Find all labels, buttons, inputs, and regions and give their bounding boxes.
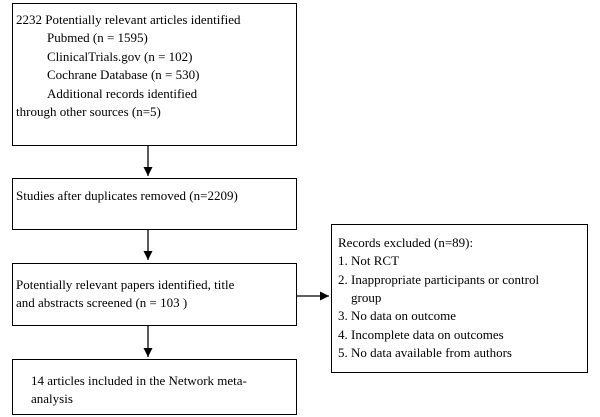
duplicates-box: Studies after duplicates removed (n=2209… (12, 178, 297, 230)
included-box: 14 articles included in the Network meta… (12, 359, 297, 415)
duplicates-text: Studies after duplicates removed (n=2209… (16, 188, 238, 203)
included-line-2: analysis (31, 391, 73, 406)
identification-total: 2232 Potentially relevant articles ident… (16, 12, 241, 27)
excluded-title: Records excluded (n=89): (338, 235, 474, 250)
excluded-reason-2: 2. Inappropriate participants or control (338, 272, 540, 287)
excluded-reason-2-cont: group (338, 290, 382, 305)
included-line-1: 14 articles included in the Network meta… (31, 373, 247, 388)
identification-pubmed: Pubmed (n = 1595) (47, 30, 148, 45)
excluded-reason-1: 1. Not RCT (338, 253, 400, 268)
excluded-box: Records excluded (n=89): 1. Not RCT 2. I… (331, 224, 588, 373)
screening-line-1: Potentially relevant papers identified, … (16, 277, 235, 292)
identification-cochrane: Cochrane Database (n = 530) (47, 67, 200, 82)
excluded-reason-5: 5. No data available from authors (338, 345, 512, 360)
screening-box: Potentially relevant papers identified, … (12, 263, 297, 326)
screening-line-2: and abstracts screened (n = 103 ) (16, 295, 188, 310)
excluded-reason-4: 4. Incomplete data on outcomes (338, 327, 504, 342)
identification-additional-2: through other sources (n=5) (16, 104, 161, 119)
identification-clinicaltrials: ClinicalTrials.gov (n = 102) (47, 49, 193, 64)
identification-box: 2232 Potentially relevant articles ident… (12, 3, 297, 146)
excluded-reason-3: 3. No data on outcome (338, 308, 457, 323)
identification-additional-1: Additional records identified (47, 86, 198, 101)
